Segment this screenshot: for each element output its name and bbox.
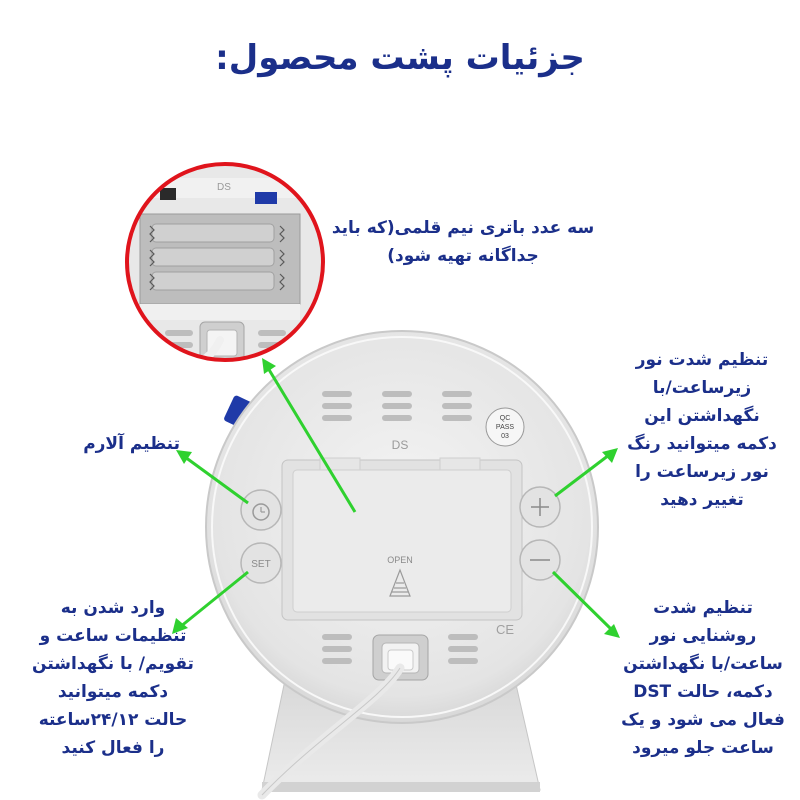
qc-line1: QC	[500, 415, 511, 422]
battery-compartment-inset: DS	[125, 162, 325, 362]
bottom-vents	[322, 634, 478, 664]
ce-mark: CE	[496, 622, 514, 637]
plus-button	[519, 486, 561, 528]
svg-text:SET: SET	[251, 559, 270, 570]
alarm-button	[240, 489, 282, 531]
minus-button	[519, 539, 561, 581]
inset-ds-label: DS	[217, 182, 231, 193]
annotation-alarm: تنظیم آلارم	[83, 434, 180, 454]
ds-label: DS	[392, 438, 409, 452]
open-arrow-icon	[389, 568, 411, 597]
annotation-plus: تنظیم شدت نور زیرساعت/با نگهداشتن این دک…	[627, 350, 777, 510]
alarm-clock-icon	[252, 503, 270, 521]
set-button: SET	[240, 542, 282, 584]
battery-cover	[292, 469, 512, 613]
qc-pass-sticker	[485, 407, 525, 447]
annotation-battery: سه عدد باتری نیم قلمی(که باید جداگانه ته…	[331, 218, 595, 266]
page-title: جزئیات پشت محصول:	[215, 38, 585, 78]
qc-line3: 03	[501, 433, 509, 440]
annotation-minus: تنظیم شدت روشنایی نور ساعت/با نگهداشتن د…	[621, 598, 785, 758]
annotation-arrows	[172, 358, 620, 638]
annotation-set: وارد شدن به تنظیمات ساعت و تقویم/ با نگه…	[32, 598, 194, 758]
qc-line2: PASS	[496, 424, 514, 431]
top-vents	[322, 391, 472, 421]
open-label: OPEN	[387, 555, 413, 565]
